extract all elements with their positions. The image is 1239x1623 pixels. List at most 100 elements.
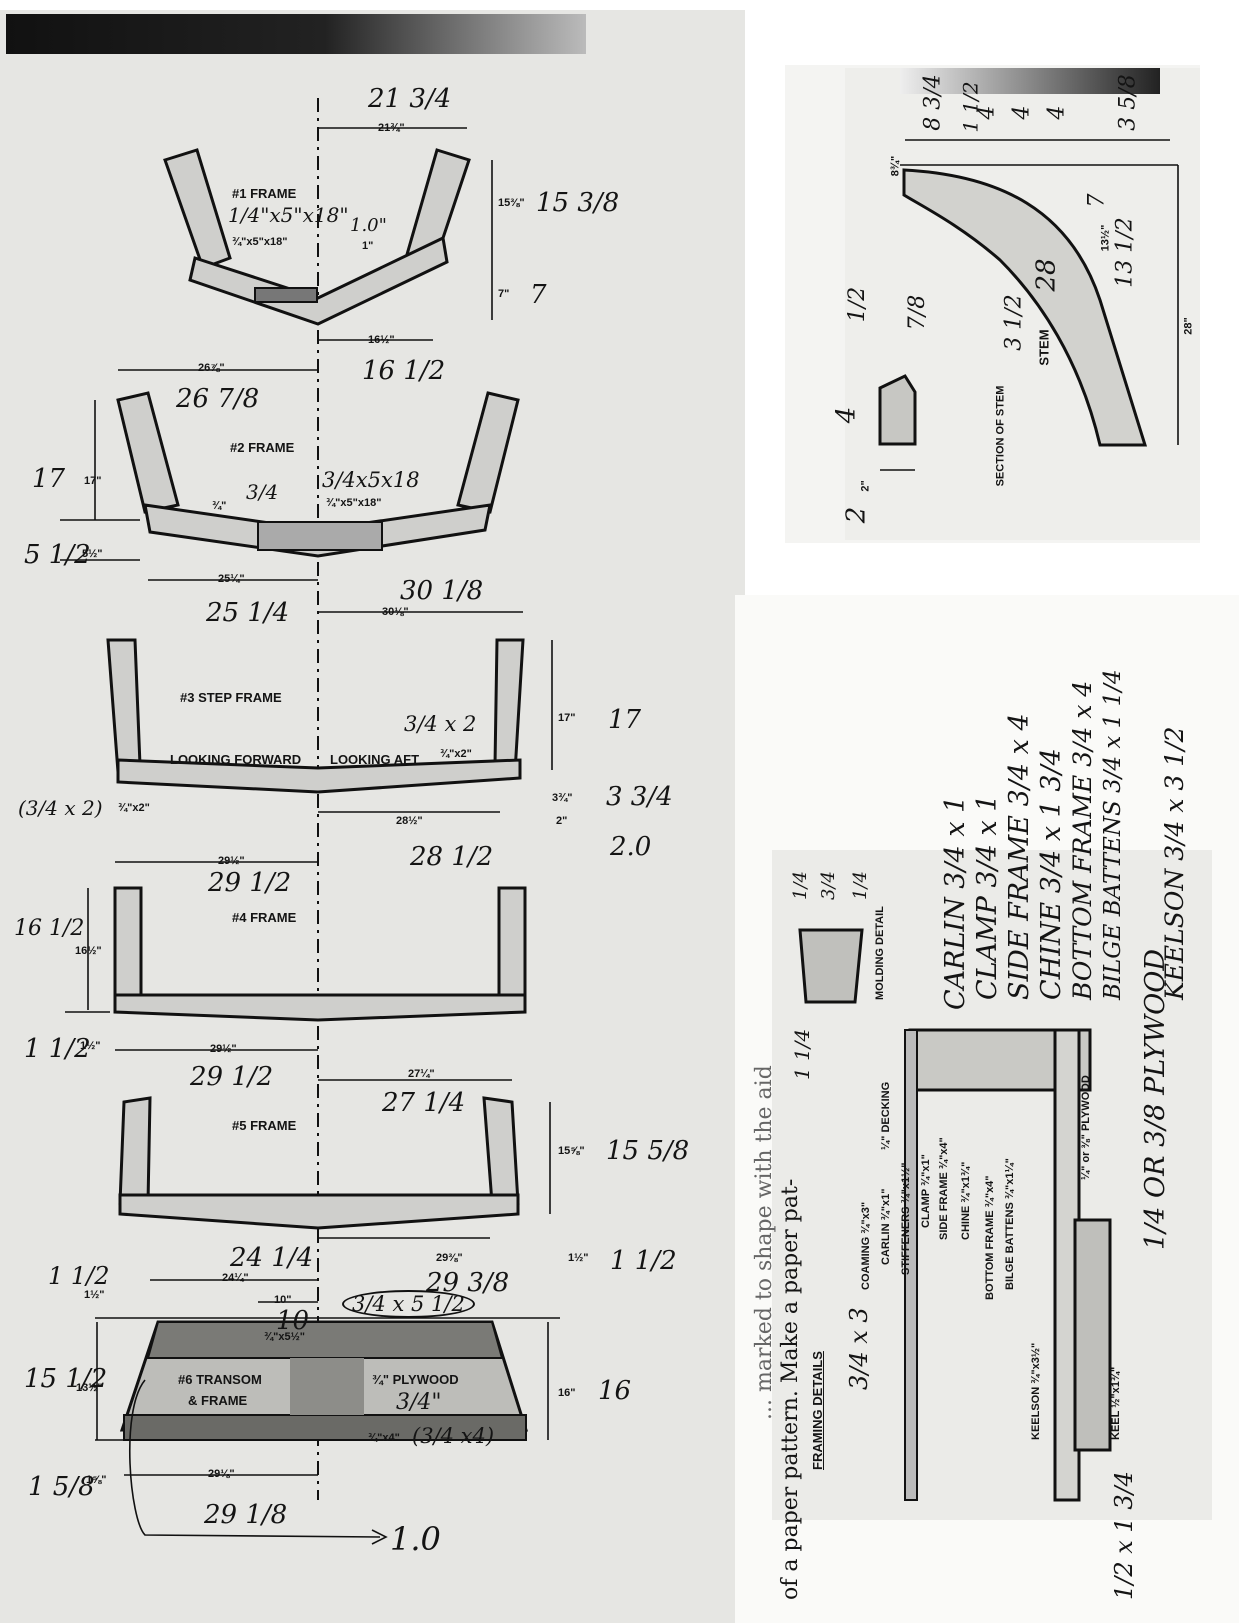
frame5-label: #5 FRAME [232, 1118, 297, 1133]
frame1-dim-pen-4: 16 1/2 [362, 356, 446, 386]
callout-carlin: CARLIN ¾"x1" [880, 1188, 892, 1265]
frame3-dim-pen-5: 2.0 [610, 832, 652, 862]
frame1-dim-print-2: 15⅜" [498, 197, 525, 209]
looking-aft-label: LOOKING AFT [330, 752, 420, 767]
frame2-label: #2 FRAME [230, 440, 295, 455]
frame4-dim-print-4: 29½" [210, 1043, 237, 1055]
frame5-dim-pen-2: 15 5/8 [606, 1136, 690, 1166]
frame3-dim-print-1: 30⅛" [382, 606, 409, 618]
frame6-top-pen: 3/4 x 5 1/2 [342, 1290, 475, 1318]
pen-keel: 1/2 x 1 3/4 [1110, 1471, 1138, 1600]
callout-keel: KEEL ½"x1¾" [1110, 1366, 1122, 1440]
frame5-dim-print-3: 1½" [568, 1252, 589, 1264]
frame2-dim-print-2: 17" [84, 475, 102, 487]
body-text-line2: ... marked to shape with the aid [752, 1065, 777, 1420]
frame2-dim-print-3: 5½" [82, 548, 103, 560]
frame6-plywood: ¾" PLYWOOD [372, 1372, 459, 1387]
pen-mold-side: 1 1/4 [790, 1028, 814, 1080]
frame6-dim-print-4: 1½" [84, 1289, 105, 1301]
callout-bottom-frame: BOTTOM FRAME ¾"x4" [984, 1175, 996, 1300]
pen-mold-top-1: 1/4 [790, 871, 811, 900]
frame1-dim-pen-2: 15 3/8 [536, 188, 620, 218]
frame6-dim-pen-3: 10 [276, 1306, 310, 1336]
pen-list-bottom-frame: BOTTOM FRAME 3/4 x 4 [1068, 680, 1097, 1000]
frame2-pen-thick: 3/4 [246, 480, 279, 504]
frame2-pen-size: 3/4x5x18 [322, 468, 420, 492]
frame4-dim-pen-1: 29 1/2 [208, 868, 292, 898]
frame2-dim-print-4: 25¼" [218, 573, 245, 585]
frame6-dim-pen-7: 1 5/8 [28, 1472, 95, 1502]
pen-mold-top-2: 3/4 [818, 871, 839, 900]
pen-list-carlin: CARLIN 3/4 x 1 [940, 795, 971, 1010]
frame6-dim-print-5: 13½" [76, 1382, 103, 1394]
pen-list-bilge-battens: BILGE BATTENS 3/4 x 1 1/4 [1100, 669, 1126, 1000]
frame1-print-note: 1" [362, 240, 374, 252]
frame6-drawing [95, 1279, 560, 1545]
frame1-pen-note: 1.0" [350, 215, 387, 236]
callout-keelson: KEELSON ¾"x3½" [1030, 1342, 1042, 1440]
frame4-dim-pen-4: 29 1/2 [190, 1062, 274, 1092]
frame1-label: #1 FRAME [232, 186, 297, 201]
frame3-dim-pen-1: 30 1/8 [400, 576, 484, 606]
frame6-bottom-print: ¾"x4" [368, 1432, 400, 1444]
looking-forward-label: LOOKING FORWARD [170, 752, 302, 767]
pen-list-clamp: CLAMP 3/4 x 1 [972, 794, 1003, 1000]
frame6-bottom-pen: (3/4 x4) [412, 1424, 495, 1448]
callout-plywood: ¼" or ⅜" PLYWOOD [1080, 1075, 1092, 1180]
frame1-dim-print-4: 16½" [368, 334, 395, 346]
frame3-drawing [106, 611, 553, 813]
frame4-dim-print-2: 16½" [75, 945, 102, 957]
frame6-dim-pen-9: 1.0 [390, 1520, 441, 1558]
frame6-dim-pen-5: 15 1/2 [24, 1364, 108, 1394]
frame1-dim-print-1: 21¾" [378, 122, 405, 134]
frame3-pen-size: 3/4 x 2 [404, 712, 477, 736]
frame2-drawing [60, 369, 520, 581]
frame5-dim-pen-3: 1 1/2 [610, 1246, 677, 1276]
stem-drawing-area [845, 68, 1200, 540]
frame1-dim-pen-3: 7 [530, 280, 547, 310]
frame6-dim-pen-8: 29 1/8 [204, 1500, 288, 1530]
frame6-dim-pen-6: 16 [598, 1376, 632, 1406]
callout-stiffeners: STIFFENERS ¾"x1½" [900, 1162, 912, 1275]
frame3-dim-print-2: 17" [558, 712, 576, 724]
frame4-dim-print-1: 29½" [218, 855, 245, 867]
molding-label: MOLDING DETAIL [874, 906, 886, 1000]
frame3-dim-pen-4: 28 1/2 [410, 842, 494, 872]
callout-chine: CHINE ¾"x1¾" [960, 1161, 972, 1240]
frame6-dim-print-7: 1⅝" [86, 1474, 107, 1486]
callout-coaming: COAMING ¾"x3" [860, 1201, 872, 1290]
frame6-dim-print-1: 24¼" [222, 1272, 249, 1284]
frame3-print-size: ¾"x2" [440, 748, 472, 760]
frame3-left-print: ¾"x2" [118, 802, 150, 814]
frame3-left-pen: (3/4 x 2) [18, 796, 103, 820]
frame6-dim-pen-1: 24 1/4 [230, 1243, 314, 1273]
frame2-dim-print-1: 26⅞" [198, 362, 225, 374]
frame6-plywood-pen: 3/4" [396, 1390, 442, 1415]
frame2-dim-pen-1: 26 7/8 [176, 384, 260, 414]
frame6-dim-print-8: 29⅛" [208, 1468, 235, 1480]
pen-list-chine: CHINE 3/4 x 1 3/4 [1036, 748, 1067, 1000]
frame1-pen-size: 1/4"x5"x18" [228, 203, 349, 227]
callout-decking: ¼" DECKING [880, 1081, 892, 1150]
frame2-dim-pen-2: 17 [32, 464, 66, 494]
framing-label: FRAMING DETAILS [810, 1351, 825, 1470]
body-text-line1: of a paper pattern. Make a paper pat- [778, 1178, 803, 1600]
frame6-label-2: & FRAME [188, 1393, 248, 1408]
frame4-dim-pen-3: 1 1/2 [24, 1034, 91, 1064]
sheet-top-shadow [6, 14, 586, 54]
pen-coaming: 3/4 x 3 [845, 1307, 873, 1390]
frame6-top-print: ¾"x5½" [264, 1331, 306, 1343]
stem-top-shadow [900, 68, 1160, 94]
frame6-dim-print-3: 10" [274, 1294, 292, 1306]
frame4-label: #4 FRAME [232, 910, 297, 925]
frame2-print-size: ¾"x5"x18" [326, 497, 382, 509]
frame4-dim-print-3: 1½" [80, 1040, 101, 1052]
pen-list-keelson: KEELSON 3/4 x 3 1/2 [1160, 726, 1189, 1000]
frame3-dim-pen-2: 17 [608, 705, 642, 735]
frame5-dim-pen-1: 27 1/4 [382, 1088, 466, 1118]
frame3-dim-pen-3: 3 3/4 [606, 782, 673, 812]
frame2-dim-pen-3: 5 1/2 [24, 540, 91, 570]
frame3-dim-print-5: 2" [556, 815, 568, 827]
